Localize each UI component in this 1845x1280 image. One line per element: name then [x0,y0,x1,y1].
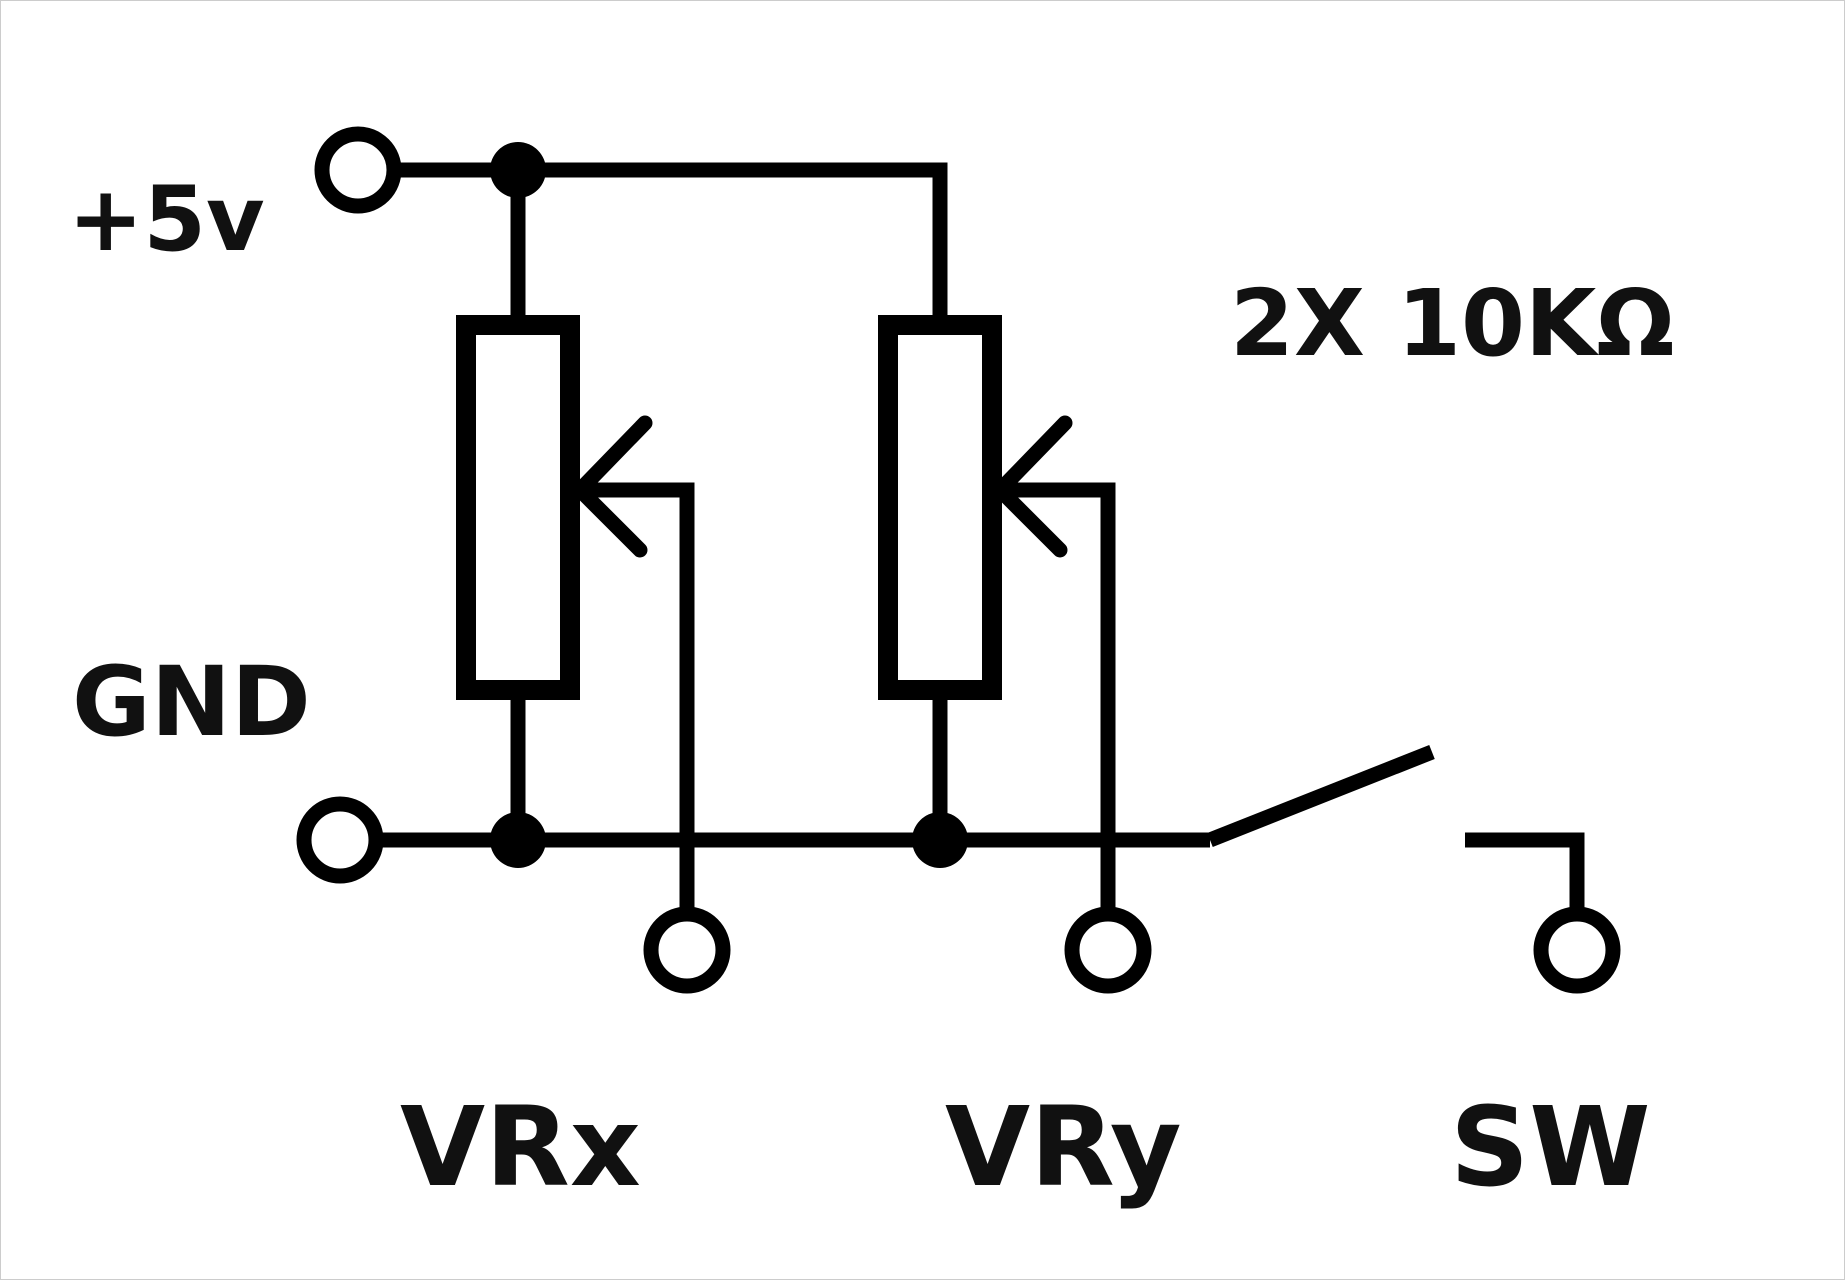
junction-vcc [490,142,546,198]
terminal-vcc [314,126,402,214]
terminal-vry [1064,906,1152,994]
label-vrx: VRx [400,1083,641,1211]
terminal-gnd [296,796,384,884]
potentiometer-y [878,315,1002,700]
label-ground: GND [72,646,311,758]
switch-lever [1207,745,1435,847]
label-resistors: 2X 10KΩ [1230,270,1675,377]
junction-gnd-x [490,812,546,868]
label-supply: +5v [68,167,265,272]
vcc-rail [395,162,948,315]
switch-contact-lead [1465,832,1585,920]
potentiometer-x [456,315,580,700]
wiper-lead-y [998,482,1116,920]
label-vry: VRy [945,1083,1182,1211]
label-switch: SW [1450,1083,1651,1211]
terminal-vrx [643,906,731,994]
wiper-lead-x [578,482,695,920]
junction-gnd-y [912,812,968,868]
terminal-sw [1533,906,1621,994]
